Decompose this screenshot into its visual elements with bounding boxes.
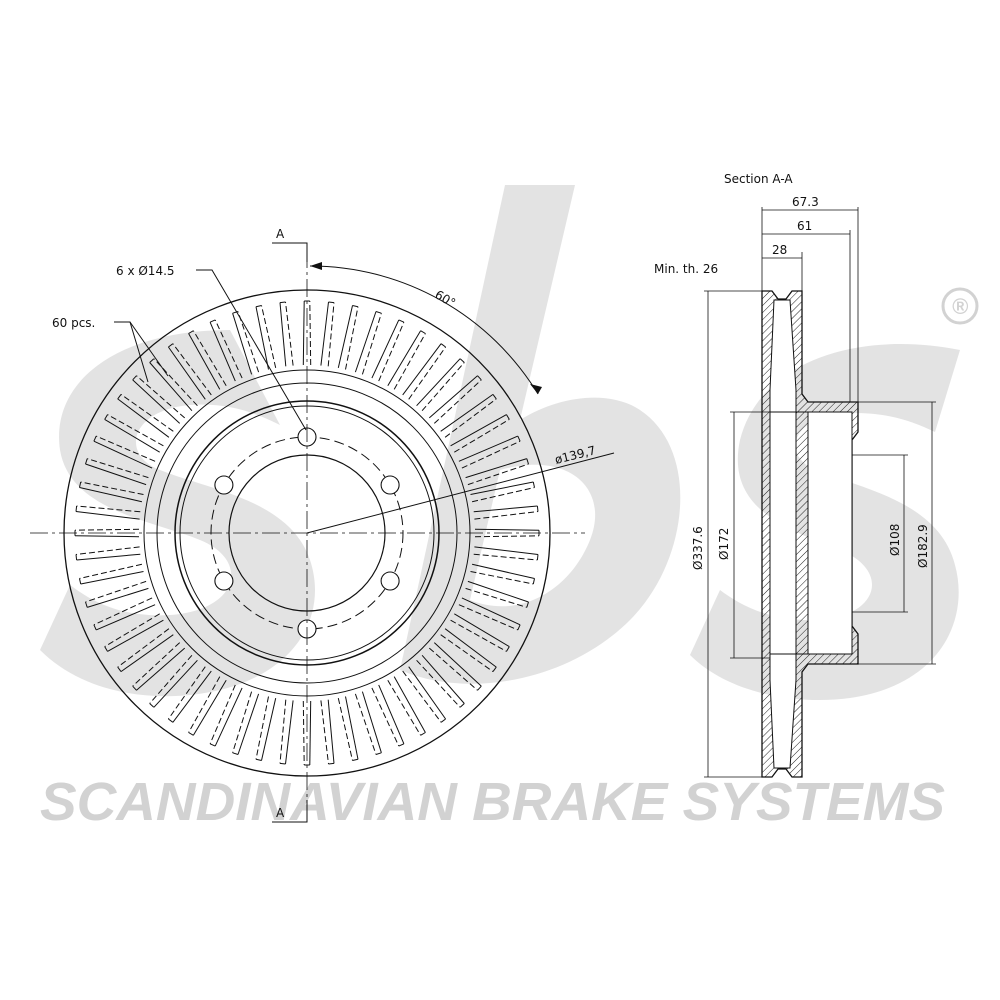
vane (473, 505, 539, 520)
vane (93, 435, 156, 469)
vane (450, 414, 510, 453)
vane (104, 414, 164, 453)
dim-hat-diameter: Ø172 (717, 528, 731, 560)
front-view (30, 242, 615, 823)
hat-inner (807, 411, 853, 655)
vane (473, 546, 539, 561)
vane (428, 375, 482, 424)
vane (440, 393, 497, 438)
vane (440, 628, 497, 673)
vane (416, 654, 465, 708)
bolt-hole (214, 571, 234, 591)
vane (337, 305, 359, 370)
vane (387, 330, 426, 390)
vane (320, 699, 335, 765)
vane (320, 301, 335, 367)
registered-mark: ® (941, 287, 979, 325)
dim-min-thickness: Min. th. 26 (654, 262, 718, 276)
dim-total-height: 67.3 (792, 195, 819, 209)
vane (209, 319, 243, 382)
vane (188, 330, 227, 390)
vane (75, 546, 141, 561)
angle-arc (309, 265, 539, 395)
svg-text:®: ® (952, 294, 969, 319)
vane (402, 666, 447, 723)
vane (465, 580, 529, 608)
vane (79, 563, 144, 585)
vane (132, 642, 186, 691)
dim-hat-outer: Ø182.9 (916, 524, 930, 568)
vane (337, 696, 359, 761)
vane (85, 580, 149, 608)
vane (428, 642, 482, 691)
vane (75, 505, 141, 520)
vane (416, 358, 465, 412)
vane (85, 458, 149, 486)
dim-hat-height: 61 (797, 219, 812, 233)
section-title: Section A-A (724, 172, 793, 186)
vane (209, 684, 243, 747)
vane (104, 613, 164, 652)
section-marker-bottom: A (276, 806, 285, 820)
vane (132, 375, 186, 424)
bolt-hole (214, 475, 234, 495)
vane (470, 563, 535, 585)
section-arrow-top (272, 242, 308, 262)
vane (117, 393, 174, 438)
dim-center-bore: Ø108 (888, 524, 902, 556)
vane (167, 666, 212, 723)
vane (354, 691, 382, 755)
vane (402, 343, 447, 400)
vane (93, 597, 156, 631)
vane (188, 676, 227, 736)
bolt-holes-label: 6 x Ø14.5 (116, 264, 175, 278)
vane (354, 311, 382, 375)
vane (279, 301, 294, 367)
vane (465, 458, 529, 486)
vane (470, 481, 535, 503)
vane (371, 684, 405, 747)
vane (458, 435, 521, 469)
vane (279, 699, 294, 765)
bolt-hole-leader (196, 269, 307, 431)
vane (255, 696, 277, 761)
bolt-hole (380, 475, 400, 495)
vane (450, 613, 510, 652)
section-arrow-bottom (272, 800, 308, 823)
vane (232, 691, 260, 755)
cooling-vanes (74, 300, 540, 766)
cooling-channel (769, 299, 797, 769)
dim-disc-thickness: 28 (772, 243, 787, 257)
section-view (704, 207, 936, 778)
bolt-hole (380, 571, 400, 591)
vane (117, 628, 174, 673)
pcd-leader (306, 452, 615, 534)
vane (149, 654, 198, 708)
vane (387, 676, 426, 736)
dim-outer-diameter: Ø337.6 (691, 526, 705, 570)
vane (458, 597, 521, 631)
vane (79, 481, 144, 503)
vane (167, 343, 212, 400)
vane (149, 358, 198, 412)
company-name-watermark: SCANDINAVIAN BRAKE SYSTEMS (40, 772, 945, 832)
vanes-label: 60 pcs. (52, 316, 95, 330)
section-marker-top: A (276, 227, 285, 241)
vane (255, 305, 277, 370)
vane (371, 319, 405, 382)
angle-label: 60° (433, 287, 458, 310)
